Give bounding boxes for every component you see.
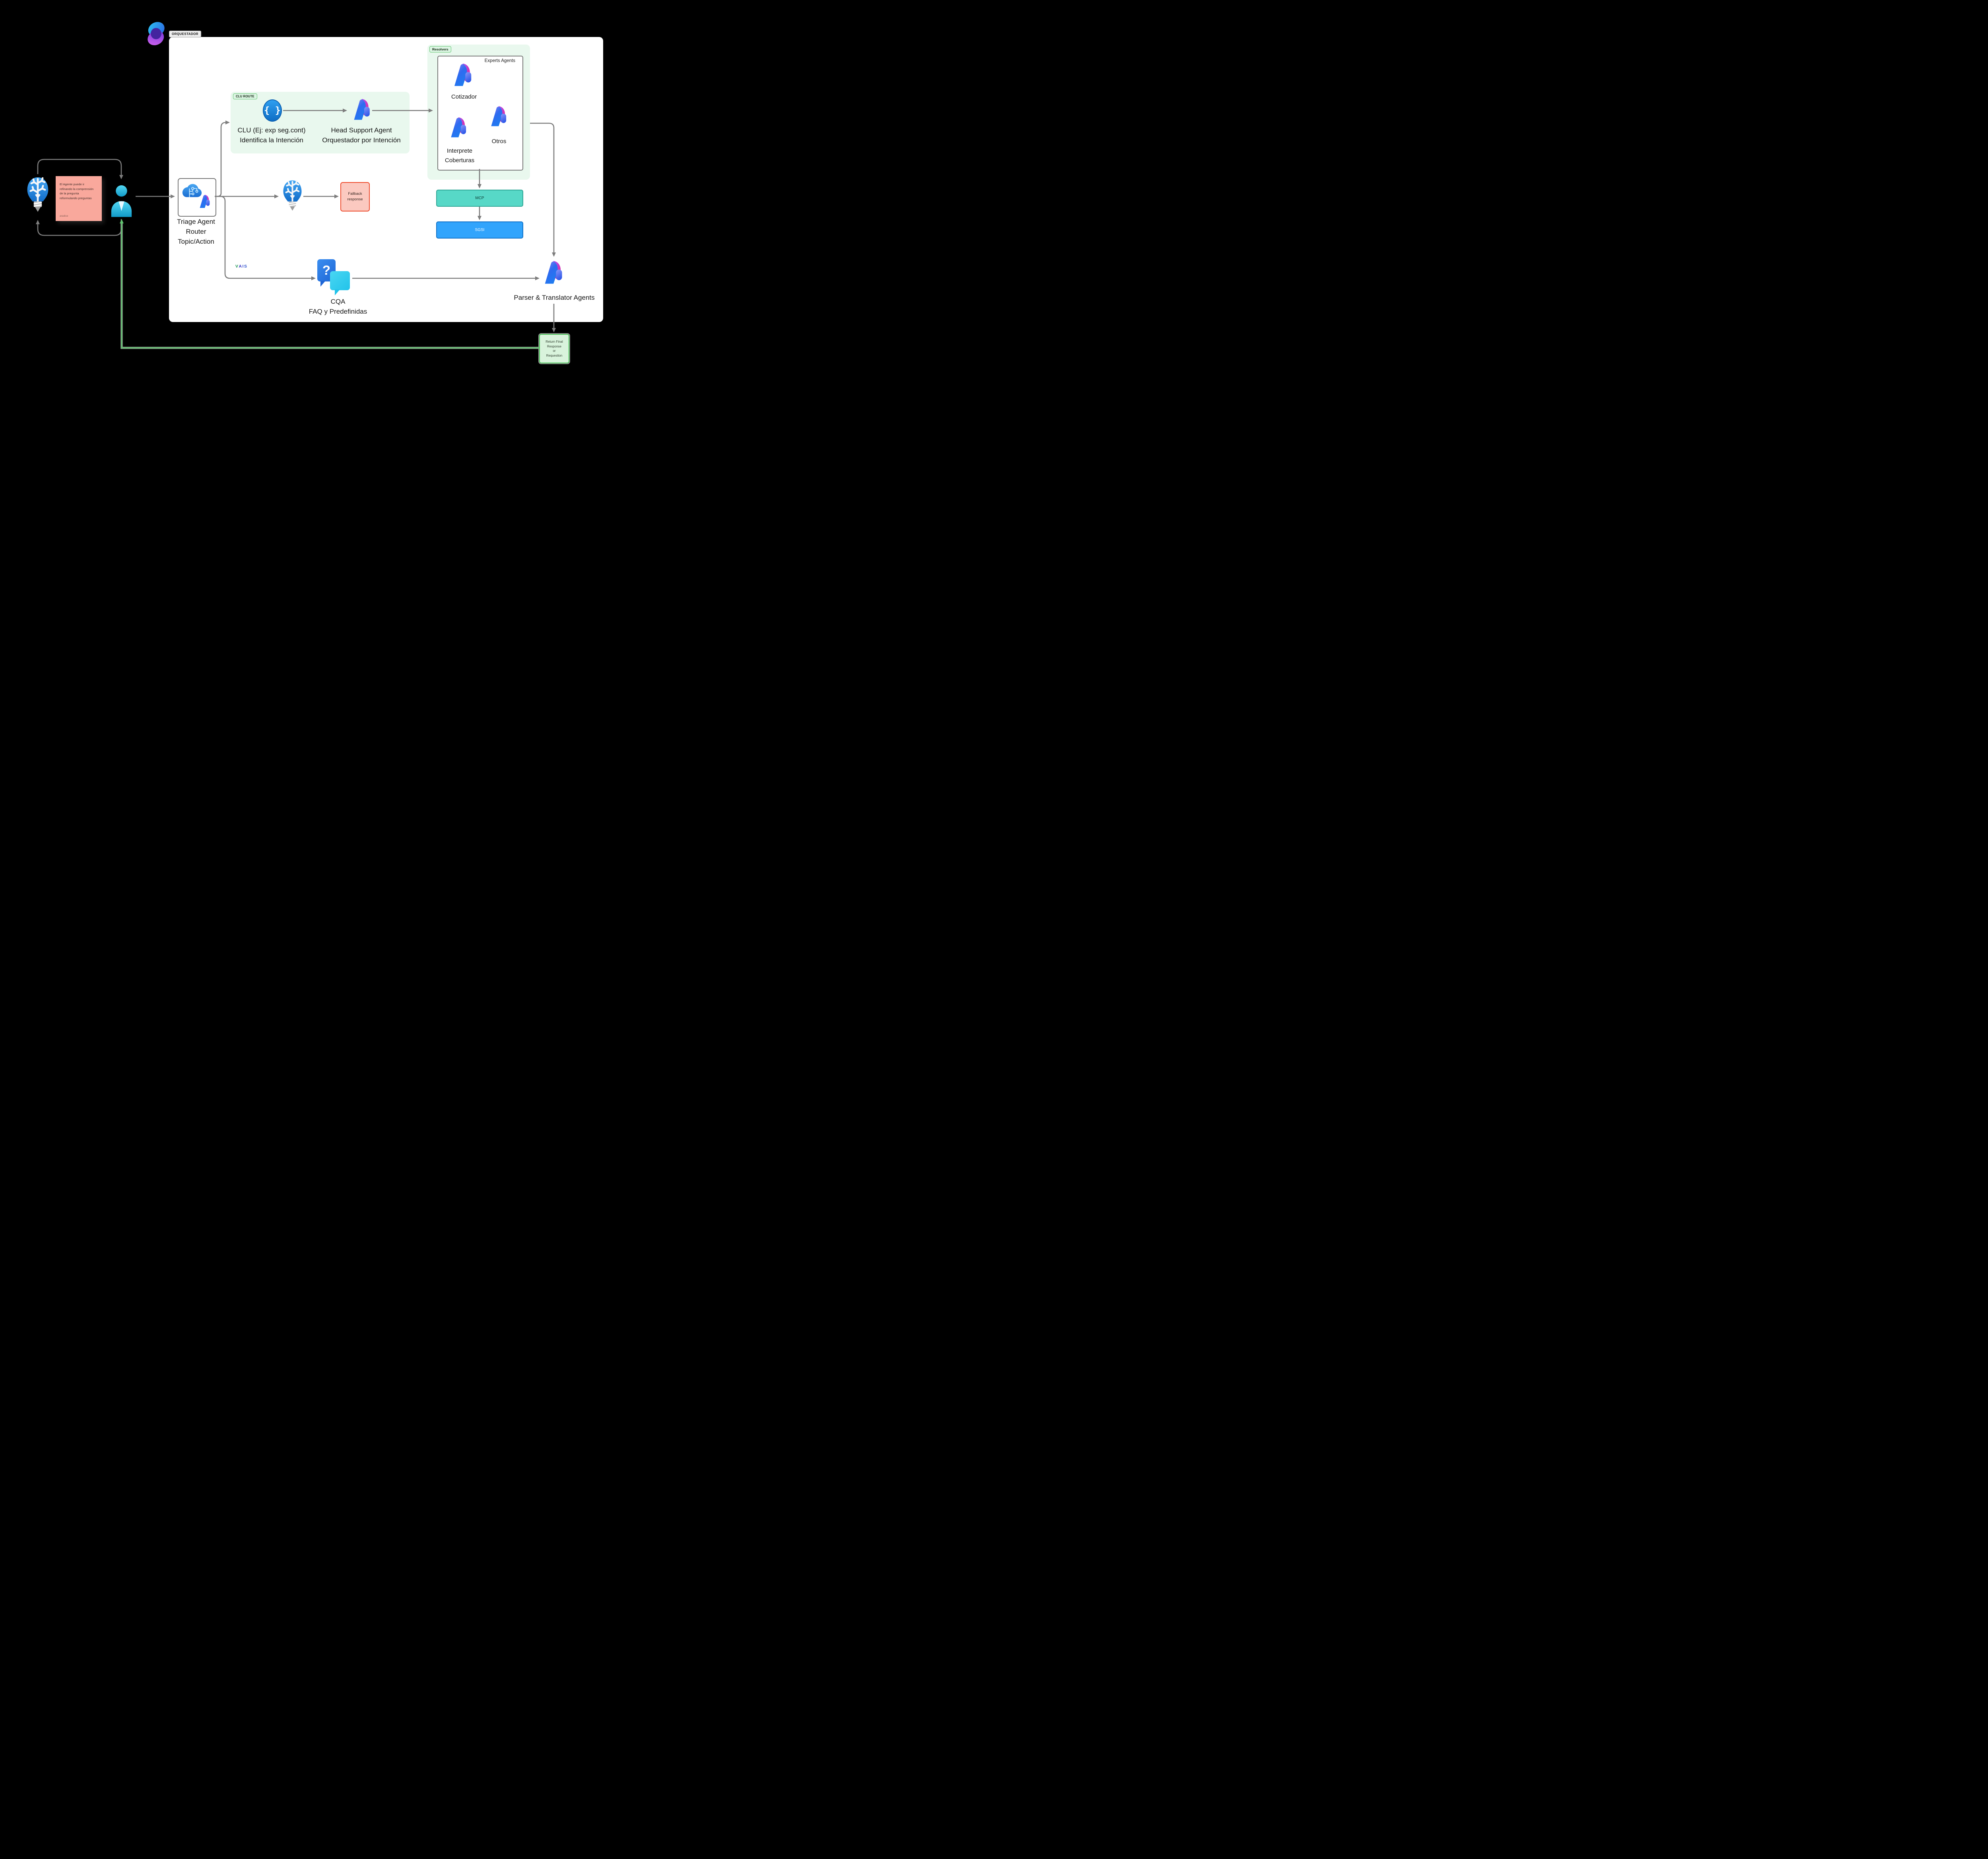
interprete-label-line: Interprete <box>447 147 473 154</box>
clu-label-line: CLU (Ej: exp seg.cont) <box>237 126 306 134</box>
return-box-line: or <box>553 349 556 353</box>
clu-label-line: Identifica la Intención <box>240 136 303 144</box>
cqa-label: CQA FAQ y Predefinidas <box>302 297 374 316</box>
diagram-canvas <box>169 37 603 322</box>
experts-agents-box <box>437 56 523 171</box>
head-label-line: Head Support Agent <box>331 126 392 134</box>
resolvers-tag: Resolvers <box>429 46 451 52</box>
arrow-loop-top <box>37 159 123 179</box>
vais-logo: VAIS <box>235 264 248 269</box>
arrow-loop-bottom <box>36 219 122 236</box>
sticky-note: El Agente puede ir refinando la comprens… <box>56 176 102 221</box>
sticky-note-text: El Agente puede ir refinando la comprens… <box>60 182 99 200</box>
clu-route-panel <box>231 92 410 153</box>
json-braces-glyph: { } <box>264 105 281 116</box>
cotizador-label: Cotizador <box>451 93 477 100</box>
vais-letter: S <box>244 264 248 269</box>
triage-agent-node <box>178 178 216 217</box>
otros-agent-icon <box>490 106 508 127</box>
fallback-response-box: Fallback response <box>340 182 370 212</box>
fallback-line: Fallback <box>348 192 362 196</box>
cotizador-agent-icon <box>453 64 473 87</box>
note-line: reformulando preguntas <box>60 196 92 200</box>
json-braces-icon: { } <box>263 99 282 122</box>
return-box-line: Requestion <box>546 353 563 357</box>
note-line: refinando la comprensión <box>60 187 94 191</box>
note-line: El Agente puede ir <box>60 182 85 186</box>
triage-agent-label: Triage Agent Router Topic/Action <box>166 217 226 246</box>
ai-foundry-icon <box>199 195 211 208</box>
question-mark-glyph: ? <box>322 263 331 277</box>
cqa-label-line: FAQ y Predefinidas <box>309 308 367 315</box>
fallback-lightbulb-brain-icon <box>282 180 303 213</box>
note-footer: aradice <box>60 215 68 217</box>
return-box-line: Response <box>547 344 562 348</box>
note-line: de la pregunta <box>60 192 79 195</box>
fallback-line: response <box>347 197 363 202</box>
answer-chat-tail <box>335 289 340 295</box>
triage-label-line: Triage Agent <box>177 218 215 225</box>
copilot-swirl-icon <box>146 21 166 46</box>
head-support-label: Head Support Agent Orquestador por Inten… <box>316 125 407 145</box>
head-support-agent-icon <box>353 99 371 120</box>
interprete-label: Interprete Coberturas <box>437 146 482 165</box>
sgsi-box: SGSI <box>436 221 523 239</box>
vais-letter: V <box>235 264 239 269</box>
otros-label: Otros <box>491 138 507 145</box>
triage-label-line: Topic/Action <box>178 238 214 245</box>
cqa-label-line: CQA <box>330 298 346 305</box>
head-label-line: Orquestador por Intención <box>322 136 401 144</box>
triage-label-line: Router <box>186 228 206 235</box>
mcp-box: MCP <box>436 190 523 207</box>
interprete-agent-icon <box>450 117 468 138</box>
return-box-line: Return Final <box>546 340 563 343</box>
answer-chat-icon <box>330 271 350 290</box>
experts-agents-title: Experts Agents <box>484 58 515 63</box>
user-icon <box>110 184 133 217</box>
orchestrator-label: ORQUESTADOR <box>169 31 201 37</box>
vais-letter: A <box>239 264 243 269</box>
return-final-response-box: Return Final Response or Requestion <box>538 333 570 364</box>
question-chat-tail <box>320 281 326 287</box>
parser-translator-agent-icon <box>544 261 564 285</box>
clu-route-tag: CLU ROUTE <box>233 93 257 99</box>
diagram-stage: ORQUESTADOR El Agente puede ir refinando… <box>0 0 623 386</box>
interprete-label-line: Coberturas <box>445 157 475 164</box>
refine-lightbulb-brain-icon <box>25 177 50 215</box>
clu-label: CLU (Ej: exp seg.cont) Identifica la Int… <box>222 125 321 145</box>
parser-translator-label: Parser & Translator Agents <box>514 294 595 301</box>
